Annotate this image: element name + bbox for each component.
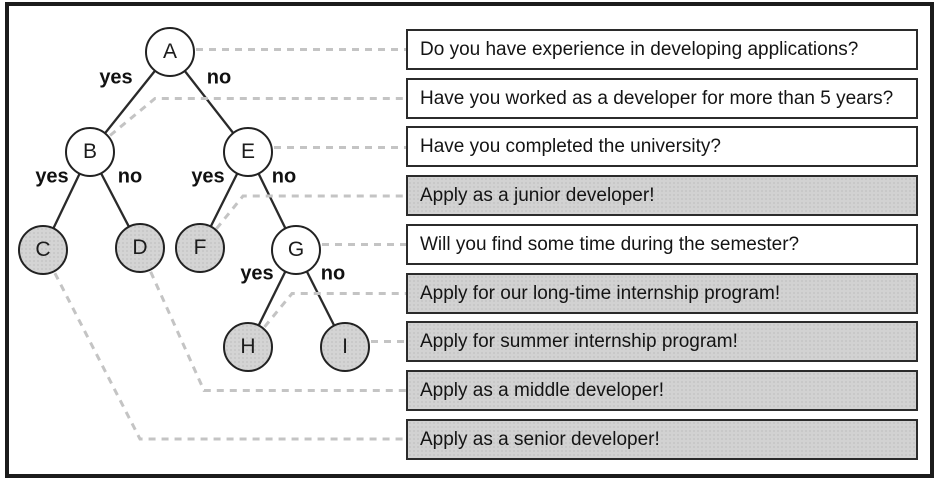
legend-box-result-f: Apply as a junior developer! (406, 175, 918, 216)
tree-node-a: A (145, 27, 195, 77)
edge-label-a-yes: yes (99, 66, 133, 89)
edge-label-b-no: no (117, 165, 143, 188)
tree-node-g: G (271, 225, 321, 275)
edge-label-e-yes: yes (191, 165, 225, 188)
tree-node-f: F (175, 223, 225, 273)
legend-box-result-c: Apply as a senior developer! (406, 419, 918, 460)
edge-label-e-no: no (271, 165, 297, 188)
legend-box-question-b: Have you worked as a developer for more … (406, 78, 918, 119)
legend-box-question-a: Do you have experience in developing app… (406, 29, 918, 70)
tree-node-e: E (223, 127, 273, 177)
tree-node-d: D (115, 223, 165, 273)
edge-label-a-no: no (206, 66, 232, 89)
legend-box-result-h: Apply for our long-time internship progr… (406, 273, 918, 314)
legend-box-result-d: Apply as a middle developer! (406, 370, 918, 411)
tree-node-h: H (223, 322, 273, 372)
edge-label-b-yes: yes (35, 165, 69, 188)
legend-box-result-i: Apply for summer internship program! (406, 321, 918, 362)
edge-label-g-yes: yes (240, 262, 274, 285)
tree-node-c: C (18, 225, 68, 275)
legend-box-question-e: Have you completed the university? (406, 126, 918, 167)
outer-frame (5, 2, 934, 478)
edge-label-g-no: no (320, 262, 346, 285)
legend-box-question-g: Will you find some time during the semes… (406, 224, 918, 265)
tree-node-i: I (320, 322, 370, 372)
tree-node-b: B (65, 127, 115, 177)
